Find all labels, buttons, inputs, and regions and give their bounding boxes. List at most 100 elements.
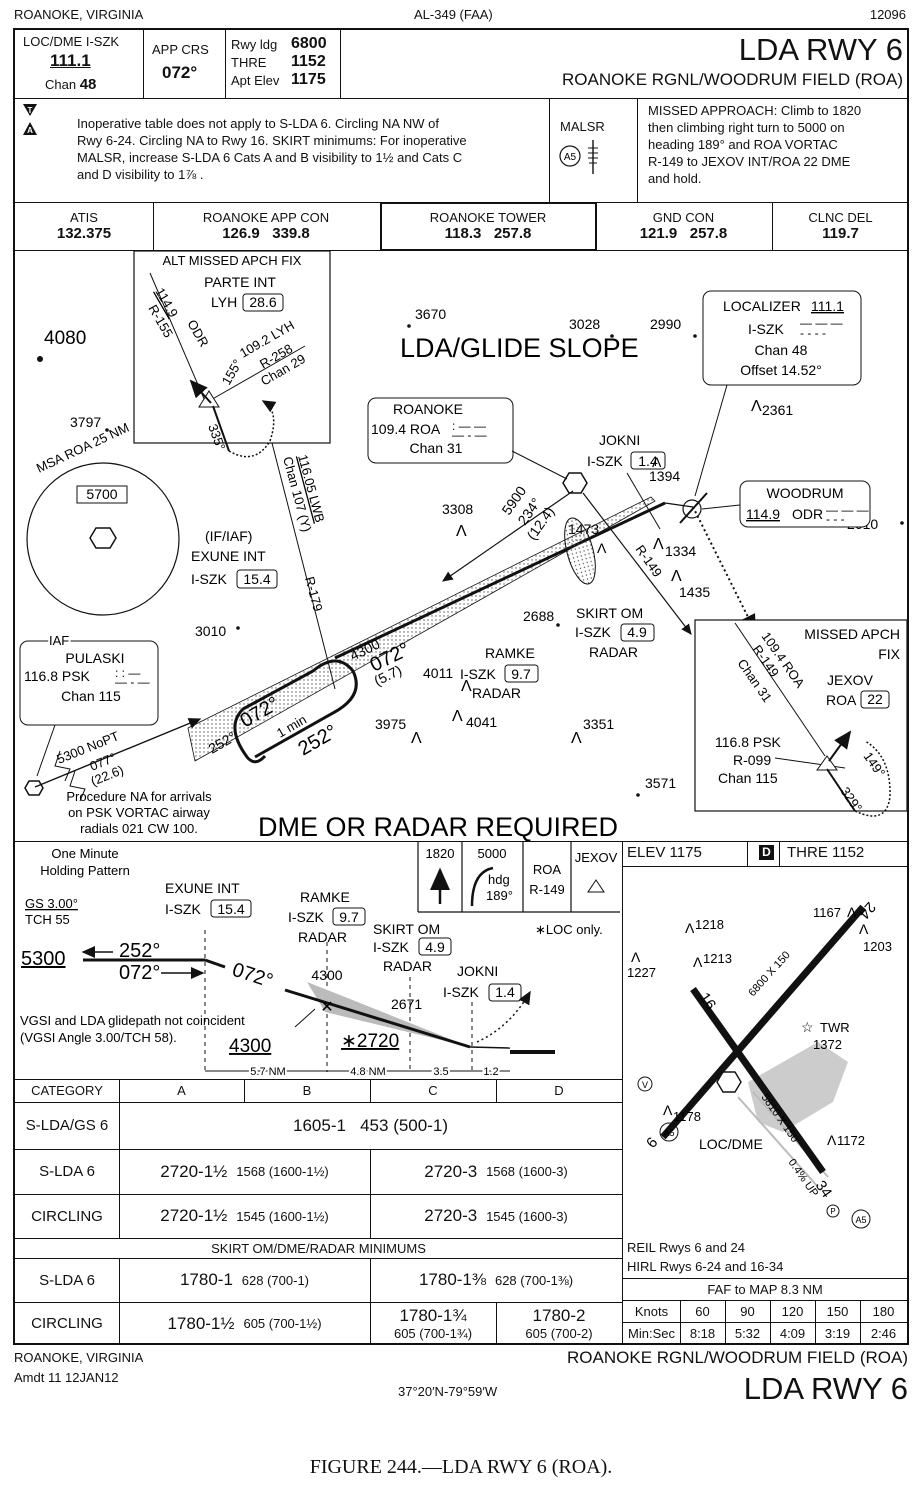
svg-text:Λ: Λ: [693, 954, 703, 970]
svg-text:16: 16: [696, 990, 719, 1013]
profile-view: One Minute Holding Pattern GS 3.00° TCH …: [20, 842, 620, 1079]
minimums-table: CATEGORY A B C D S-LDA/GS 6 1605-1 453 (…: [15, 1079, 622, 1345]
alt-missed-inset: ALT MISSED APCH FIX PARTE INT LYH 28.6 1…: [133, 251, 331, 458]
svg-text:RADAR: RADAR: [472, 685, 521, 701]
svg-text:R-149: R-149: [529, 882, 564, 897]
knots-180: 180: [872, 1303, 895, 1319]
airport-diagram: ELEV 1175 D THRE 1152 16 34 6 24 6800 X …: [623, 842, 907, 1345]
svg-text:EXUNE INT: EXUNE INT: [165, 880, 240, 896]
roanoke-vor-box: ROANOKE 109.4 ROA : — —— - — Chan 31: [367, 397, 588, 494]
svg-text:1218: 1218: [695, 917, 724, 932]
svg-text:I-SZK: I-SZK: [575, 624, 611, 640]
svg-text:A5: A5: [564, 152, 577, 163]
rwy-ldg-value: 6800: [291, 35, 327, 52]
svg-text:Λ: Λ: [653, 536, 664, 553]
d-symbol: D: [759, 845, 774, 860]
thre: THRE 1152: [787, 844, 865, 861]
pulaski-box: IAF PULASKI 116.8 PSK : : —— - — Chan 11…: [19, 631, 159, 777]
knots-120: 120: [781, 1303, 804, 1319]
svg-text:EXUNE INT: EXUNE INT: [191, 548, 266, 564]
svg-text:LYH: LYH: [211, 294, 237, 310]
time-120: 4:09: [779, 1326, 806, 1341]
apt-elev-value: 1175: [291, 71, 326, 88]
skirt-minimums-title: SKIRT OM/DME/RADAR MINIMUMS: [211, 1240, 426, 1256]
svg-text:(IF/IAF): (IF/IAF): [205, 528, 252, 544]
hdr-b: B: [302, 1083, 312, 1098]
hirl-note: HIRL Rwys 6-24 and 16-34: [627, 1259, 784, 1274]
svg-text:Λ: Λ: [859, 921, 869, 937]
svg-text:PULASKI: PULASKI: [65, 650, 124, 666]
svg-text:2990: 2990: [650, 316, 681, 332]
svg-text:3670: 3670: [415, 306, 446, 322]
svg-text:4300: 4300: [311, 967, 342, 983]
svg-text:24: 24: [855, 898, 879, 922]
svg-text:252°: 252°: [119, 940, 160, 962]
svg-text:189°: 189°: [486, 888, 513, 903]
svg-text:15.4: 15.4: [217, 901, 244, 917]
row-circling-ab: 2720-1½ 1545 (1600-1½): [160, 1206, 329, 1225]
svg-text:Chan 31: Chan 31: [410, 440, 463, 456]
loc-label: LOC/DME I-SZK: [23, 34, 120, 49]
svg-text:4.9: 4.9: [425, 939, 445, 955]
alternate-triangle-icon: T A: [23, 104, 37, 135]
svg-text:P: P: [830, 1207, 835, 1216]
svg-text:1435: 1435: [679, 584, 710, 600]
svg-text:VGSI and LDA glidepath not coi: VGSI and LDA glidepath not coincident: [20, 1013, 245, 1028]
hdr-a: A: [177, 1083, 186, 1098]
procedure-id: AL-349 (FAA): [414, 7, 493, 22]
elev: ELEV 1175: [627, 844, 702, 861]
hdr-c: C: [428, 1083, 438, 1098]
svg-text:072°: 072°: [119, 962, 160, 984]
svg-text:3975: 3975: [375, 716, 406, 732]
svg-text:on PSK VORTAC airway: on PSK VORTAC airway: [68, 805, 210, 820]
chart-number: 12096: [869, 7, 906, 22]
svg-text:Λ: Λ: [847, 904, 857, 920]
row-circling-cd: 2720-3 1545 (1600-3): [424, 1206, 568, 1225]
svg-text:WOODRUM: WOODRUM: [767, 485, 844, 501]
svg-text:4300: 4300: [229, 1036, 271, 1057]
hdr-category: CATEGORY: [31, 1083, 103, 1098]
svg-text:A5: A5: [855, 1215, 866, 1225]
svg-text:111.1: 111.1: [811, 298, 844, 314]
footer-city: ROANOKE, VIRGINIA: [14, 1350, 144, 1365]
airport-name: ROANOKE RGNL/WOODRUM FIELD (ROA): [562, 70, 903, 89]
svg-text:3797: 3797: [70, 414, 101, 430]
svg-text:✕: ✕: [320, 999, 333, 1016]
header-block: LOC/DME I-SZK 111.1 Chan 48 APP CRS 072°…: [15, 30, 907, 98]
svg-text:: — —: : — —: [452, 419, 486, 433]
svg-text:1227: 1227: [627, 965, 656, 980]
svg-text:Chan 48: Chan 48: [755, 342, 808, 358]
svg-text:1394: 1394: [649, 468, 680, 484]
svg-text:FIX: FIX: [878, 646, 900, 662]
apt-elev-label: Apt Elev: [231, 73, 280, 88]
svg-text:5300: 5300: [21, 948, 66, 970]
svg-text:Procedure NA for arrivals: Procedure NA for arrivals: [66, 789, 212, 804]
svg-text:Chan 115: Chan 115: [718, 770, 778, 786]
msa-circle: MSA ROA 25 NM 5700: [26, 420, 180, 616]
svg-text:1820: 1820: [426, 846, 455, 861]
svg-text:3010: 3010: [195, 623, 226, 639]
footer-title: LDA RWY 6: [743, 1371, 908, 1406]
svg-text:1213: 1213: [703, 951, 732, 966]
plan-view: ALT MISSED APCH FIX PARTE INT LYH 28.6 1…: [19, 251, 907, 841]
svg-text:(VGSI Angle 3.00/TCH 58).: (VGSI Angle 3.00/TCH 58).: [20, 1030, 177, 1045]
svg-text:15.4: 15.4: [243, 571, 270, 587]
row-slda-cat: S-LDA 6: [39, 1163, 95, 1180]
svg-text:ALT MISSED APCH FIX: ALT MISSED APCH FIX: [163, 253, 302, 268]
svg-text:Offset 14.52°: Offset 14.52°: [740, 362, 822, 378]
malsr-label: MALSR: [560, 119, 605, 134]
row-slda-gs-value: 1605-1 453 (500-1): [293, 1115, 448, 1135]
svg-text:1167: 1167: [813, 905, 841, 920]
localizer-box: LOCALIZER 111.1 I-SZK — — —- - - - Chan …: [694, 290, 862, 497]
footer-coords: 37°20′N-79°59′W: [398, 1384, 498, 1399]
svg-text:Λ: Λ: [452, 708, 463, 725]
svg-text:JEXOV: JEXOV: [575, 850, 618, 865]
time-180: 2:46: [870, 1326, 897, 1341]
svg-text:— — —: — — —: [800, 316, 843, 330]
missed-fix-inset: MISSED APCH FIX 109.4 ROA R-149 Chan 31 …: [694, 619, 907, 817]
